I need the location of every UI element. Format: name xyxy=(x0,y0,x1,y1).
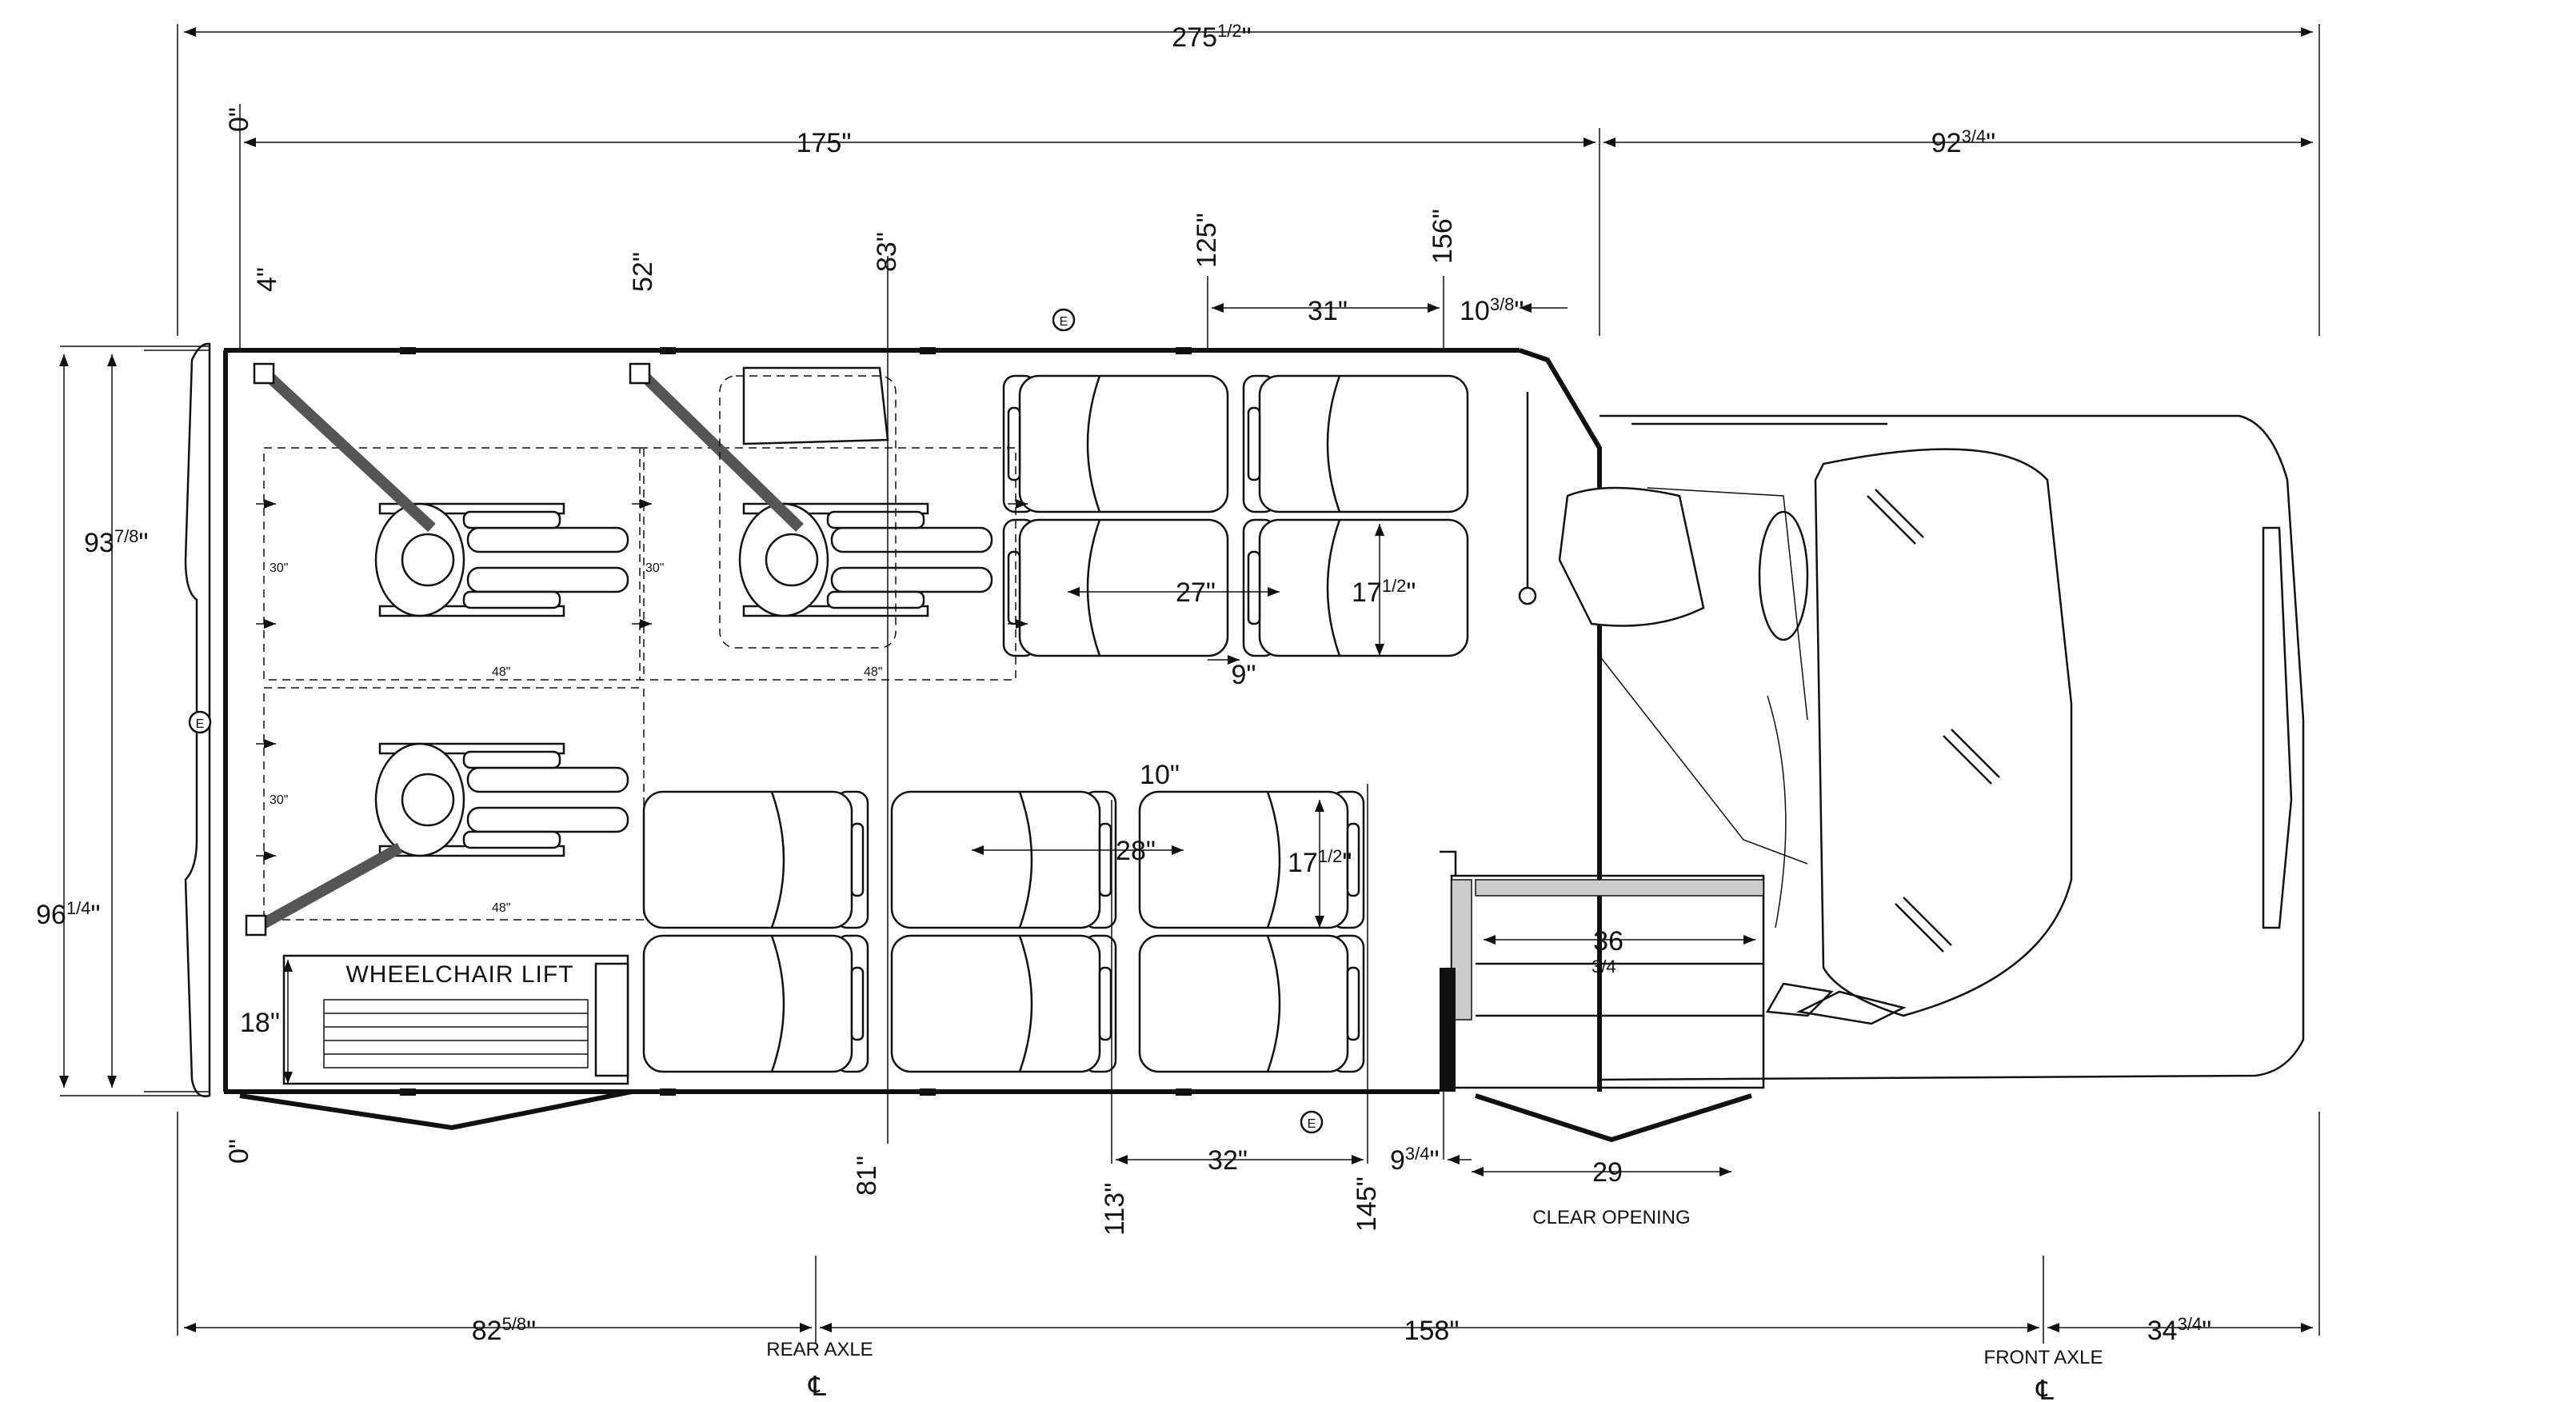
seat-row-4-left xyxy=(642,934,869,1073)
wheelchair-lift xyxy=(282,954,629,1085)
station-156: 156" xyxy=(1428,209,1458,264)
gap-32-label: 32" xyxy=(1208,1145,1248,1176)
exit-icon-bottom: E xyxy=(1308,1117,1316,1131)
front-axle-centerline-icon: ℄ xyxy=(2035,1376,2054,1402)
seat-width-top-label: 171/2" xyxy=(1352,576,1416,608)
wc-length-2: 48" xyxy=(864,665,882,679)
cab-length-label: 923/4" xyxy=(1931,126,1996,158)
seat-row-1-right xyxy=(1242,374,1469,513)
exit-icon-rear: E xyxy=(196,717,205,731)
gap-9-3-4-label: 93/4" xyxy=(1390,1144,1440,1176)
station-83: 83" xyxy=(872,232,902,272)
body-length-label: 175" xyxy=(797,128,852,158)
station-zero-bottom: 0" xyxy=(224,1139,254,1164)
door-opening-label: 29 xyxy=(1592,1157,1623,1188)
svg-text:2751/2": 2751/2" xyxy=(1172,21,1251,53)
wheelchair-positions xyxy=(245,362,1028,937)
window-markers xyxy=(400,347,1192,1096)
front-overhang-label: 343/4" xyxy=(2147,1314,2212,1346)
wheelchair-occupant-2 xyxy=(738,502,993,617)
wc-length-1: 48" xyxy=(492,665,510,679)
station-81: 81" xyxy=(852,1156,882,1196)
wheelchair-lift-label: WHEELCHAIR LIFT xyxy=(345,961,573,988)
wheelbase-label: 158" xyxy=(1404,1316,1460,1346)
seat-row-3-mid xyxy=(890,790,1117,929)
wheelchair-occupant-1 xyxy=(374,502,629,617)
total-width-label: 961/4" xyxy=(36,898,101,930)
front-axle-label: FRONT AXLE xyxy=(1984,1347,2103,1368)
pitch-27-label: 27" xyxy=(1176,577,1216,608)
pitch-28-label: 28" xyxy=(1116,836,1156,866)
lift-depth-label: 18" xyxy=(240,1008,280,1038)
station-145: 145" xyxy=(1352,1176,1382,1232)
wc-spacing-1: 30" xyxy=(270,561,288,575)
emergency-exit-markers: E E E xyxy=(188,308,1324,1134)
seat-row-4-mid xyxy=(890,934,1117,1073)
station-zero-top: 0" xyxy=(224,107,254,132)
rear-axle-centerline-icon: ℄ xyxy=(808,1372,826,1402)
station-113: 113" xyxy=(1100,1183,1130,1236)
gap-9-label: 9" xyxy=(1232,660,1256,690)
passenger-seats xyxy=(642,374,1469,1073)
station-4: 4" xyxy=(252,267,282,292)
station-125: 125" xyxy=(1192,213,1222,268)
gap-10in-label: 10" xyxy=(1140,760,1180,790)
clear-opening-label: CLEAR OPENING xyxy=(1532,1207,1690,1228)
station-52: 52" xyxy=(628,252,658,292)
seat-width-bottom-label: 171/2" xyxy=(1288,846,1352,878)
seat-row-4-right xyxy=(1138,934,1365,1073)
exit-icon-top: E xyxy=(1060,315,1068,329)
dimension-lines xyxy=(59,24,2320,1344)
seat-row-3-left xyxy=(642,790,869,929)
gap-31-label: 31" xyxy=(1308,296,1348,326)
wc-spacing-2: 30" xyxy=(645,561,664,575)
vehicle-outline xyxy=(184,342,2305,1131)
wc-length-3: 48" xyxy=(492,901,510,915)
seat-row-1-left xyxy=(1002,374,1229,513)
body-width-label: 937/8" xyxy=(84,526,149,558)
wc-spacing-3: 30" xyxy=(270,793,288,807)
overall-length: 2751/2" xyxy=(1172,21,1251,53)
wheelchair-occupant-3 xyxy=(374,742,629,857)
rear-overhang-label: 825/8" xyxy=(472,1314,537,1346)
entry-steps xyxy=(1440,850,1765,1143)
rear-axle-label: REAR AXLE xyxy=(766,1339,873,1360)
gap-10-label: 103/8" xyxy=(1460,294,1524,326)
